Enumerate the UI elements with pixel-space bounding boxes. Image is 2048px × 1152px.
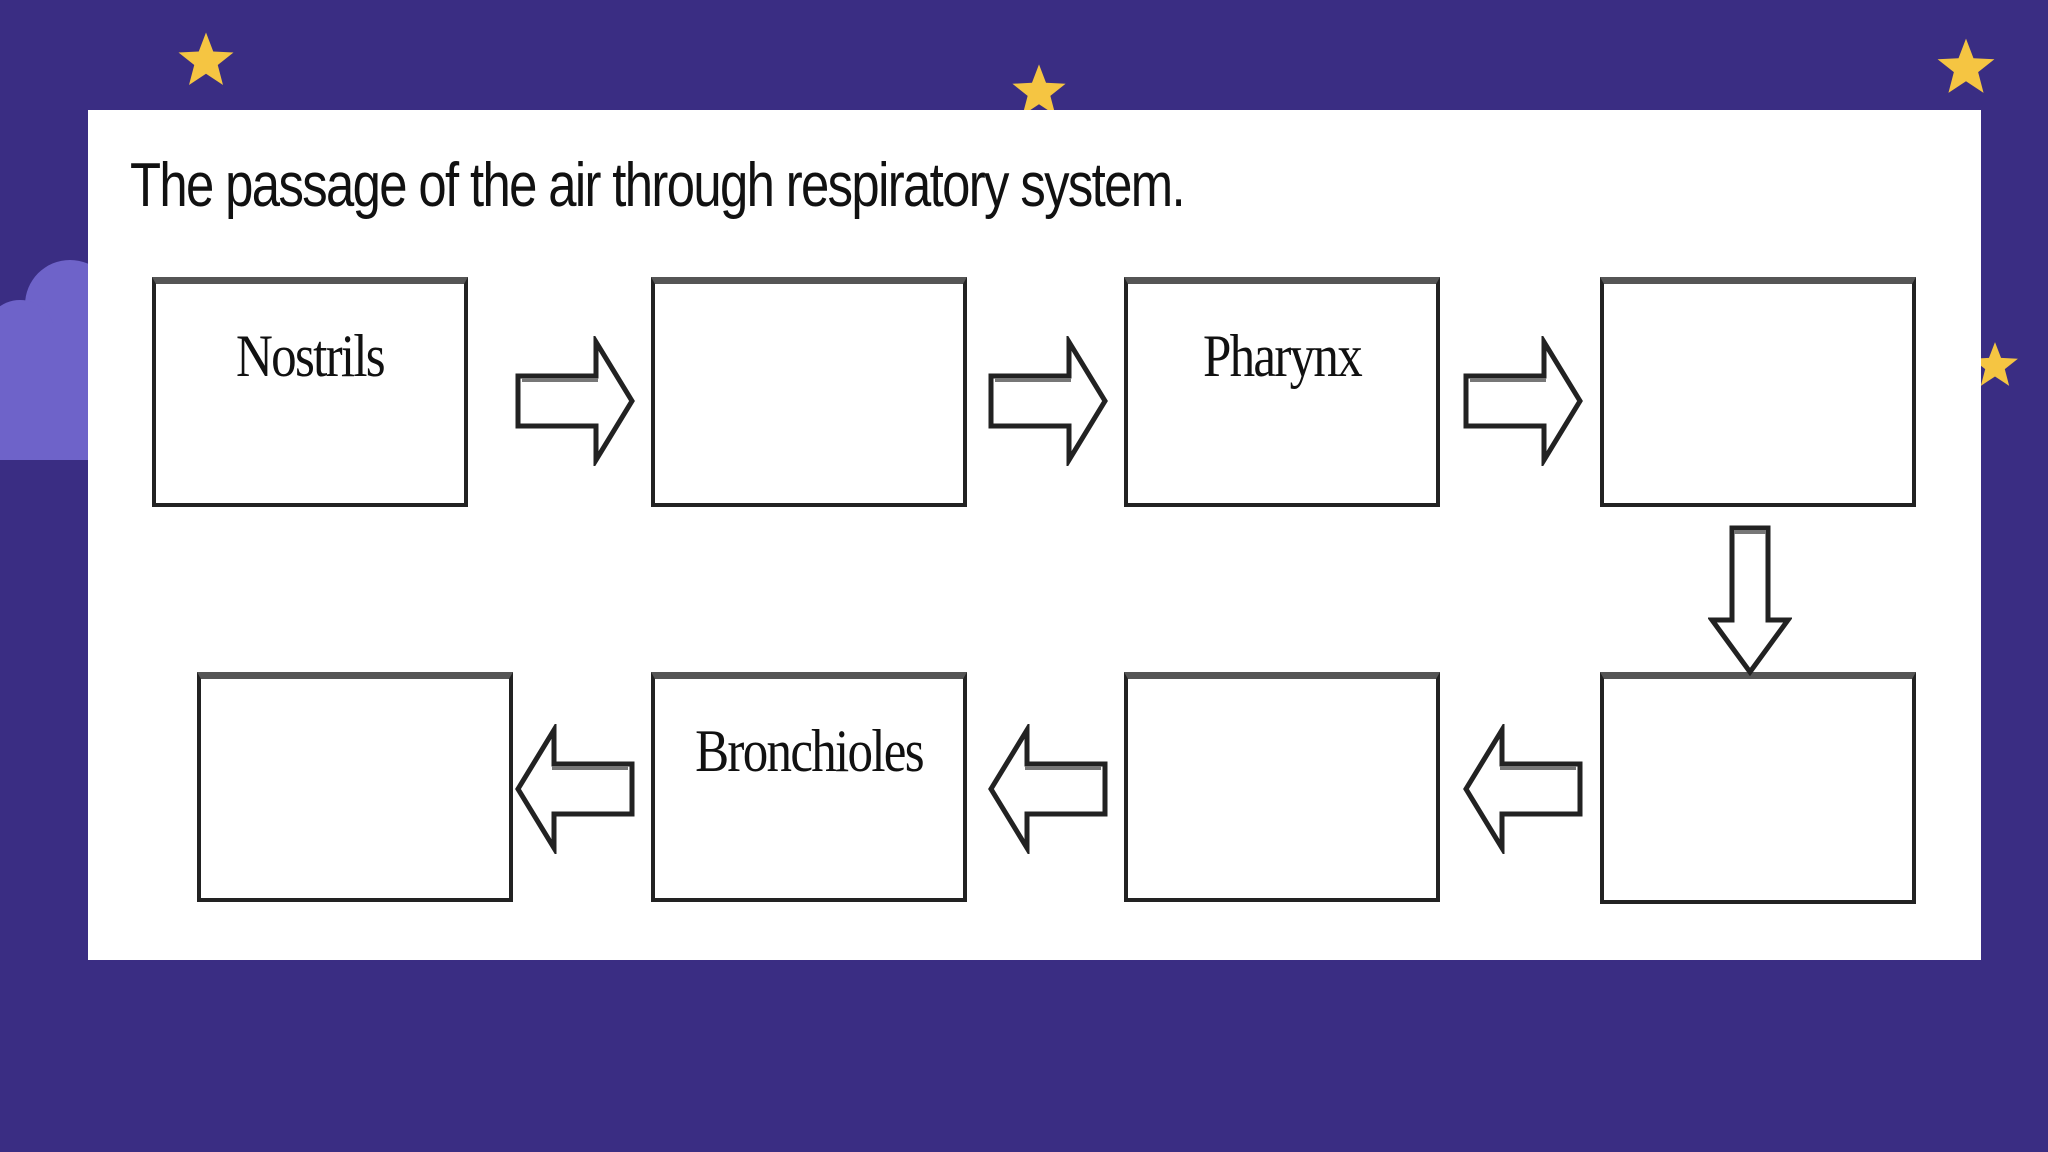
box-label: Bronchioles: [695, 718, 924, 784]
star-icon: [178, 32, 234, 85]
cloud-icon: [0, 260, 95, 460]
star-icon: [1012, 64, 1066, 116]
arrow-left-icon: [988, 724, 1108, 854]
flow-box: Nostrils: [152, 277, 468, 507]
arrow-down-icon: [1708, 525, 1792, 676]
flow-box: [1124, 672, 1440, 902]
arrow-right-icon: [1463, 336, 1583, 466]
flow-box: Bronchioles: [651, 672, 967, 902]
diagram-panel: The passage of the air through respirato…: [88, 110, 1981, 960]
arrow-left-icon: [1463, 724, 1583, 854]
flow-box: [651, 277, 967, 507]
star-icon: [1972, 342, 2018, 386]
flow-box: [197, 672, 513, 902]
arrow-right-icon: [988, 336, 1108, 466]
star-icon: [1937, 38, 1995, 93]
box-label: Nostrils: [236, 323, 386, 389]
arrow-right-icon: [515, 336, 635, 466]
flow-box: [1600, 672, 1916, 904]
flow-box: [1600, 277, 1916, 507]
diagram-title: The passage of the air through respirato…: [130, 151, 1186, 220]
flow-box: Pharynx: [1124, 277, 1440, 507]
box-label: Pharynx: [1202, 323, 1363, 389]
arrow-left-icon: [515, 724, 635, 854]
